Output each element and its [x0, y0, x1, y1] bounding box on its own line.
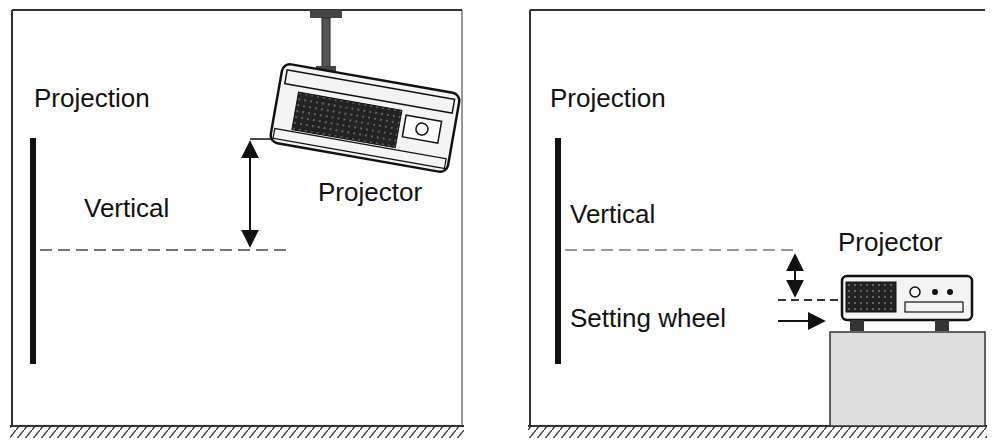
projector-label: Projector — [318, 178, 422, 208]
offset-label: Vertical — [84, 194, 169, 224]
part-label: Setting wheel — [570, 304, 726, 334]
lens-dashed-line — [778, 299, 840, 301]
vertical-offset-arrow — [794, 255, 796, 296]
room-right — [528, 10, 987, 438]
ceiling-mount — [310, 10, 342, 76]
offset-label: Vertical — [570, 200, 655, 230]
room-left — [10, 10, 464, 438]
reference-dashed-line — [40, 249, 286, 251]
vertical-offset-arrow — [249, 142, 251, 246]
projector-label: Projector — [838, 228, 942, 258]
projection-screen — [555, 138, 561, 364]
table — [830, 332, 985, 426]
projection-screen — [30, 138, 36, 364]
screen-label: Projection — [34, 84, 150, 114]
ceiling-projector — [269, 63, 460, 173]
reference-dashed-line — [565, 249, 798, 251]
screen-label: Projection — [550, 84, 666, 114]
table-projector — [842, 276, 972, 331]
setting-wheel-arrow — [778, 320, 824, 322]
